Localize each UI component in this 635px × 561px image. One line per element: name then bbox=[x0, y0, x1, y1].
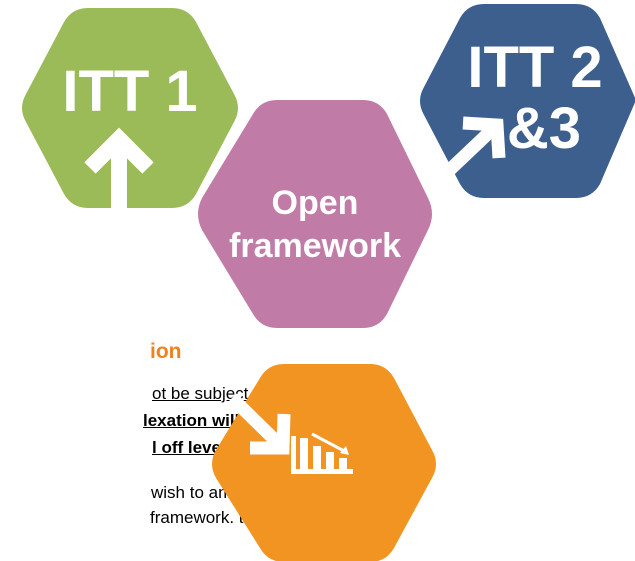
text-fragment-line-5: framework. this bbox=[150, 508, 266, 527]
hexagon-open-framework-shape bbox=[198, 100, 432, 328]
hexagon-itt1-shape bbox=[22, 8, 238, 208]
arrow-up-icon bbox=[84, 127, 154, 210]
hexagon-open-framework bbox=[198, 100, 432, 328]
hexagon-itt1 bbox=[22, 8, 238, 210]
text-fragment-line-3: l off level. bbox=[152, 438, 231, 457]
hexagon-itt23 bbox=[420, 4, 635, 198]
open-framework-label: Open framework bbox=[195, 182, 435, 267]
itt23-label: ITT 2 &3 bbox=[450, 35, 620, 161]
section-heading-fragment: ion bbox=[150, 340, 182, 363]
open-framework-label-line2: framework bbox=[229, 226, 401, 265]
itt23-label-line2: &3 bbox=[506, 95, 582, 161]
arrow-down-right-icon bbox=[227, 393, 291, 455]
itt23-label-line1: ITT 2 bbox=[467, 35, 603, 100]
hexagon-bottom-shape bbox=[212, 364, 436, 561]
open-framework-label-line1: Open bbox=[271, 184, 359, 222]
itt1-label: ITT 1 bbox=[62, 59, 198, 124]
hexagon-bottom bbox=[212, 364, 436, 561]
declining-bar-chart-icon bbox=[291, 432, 353, 474]
arrow-up-right-icon bbox=[433, 116, 506, 186]
